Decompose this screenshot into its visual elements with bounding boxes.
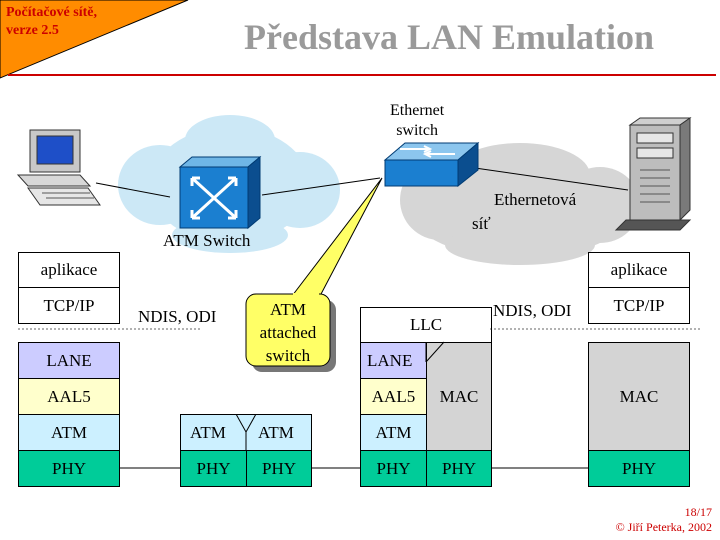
switch-atm-label-a: ATM (190, 423, 226, 442)
ethernet-network-label-line2: síť (472, 214, 491, 233)
bridge-phy-layer-a: PHY (360, 450, 427, 487)
callout-line1: ATM (270, 300, 306, 319)
left-aal5-layer: AAL5 (18, 378, 120, 415)
left-tcpip-layer: TCP/IP (18, 287, 120, 324)
ndis-odi-label-right: NDIS, ODI (493, 301, 572, 320)
bridge-llc-layer: LLC (360, 307, 492, 343)
course-version: verze 2.5 (6, 23, 59, 38)
ethernet-network-label: Ethernetová síť (472, 188, 577, 236)
left-app-layer: aplikace (18, 252, 120, 288)
ethernet-network-label-line1: Ethernetová (494, 190, 577, 209)
ethernet-switch-label-line1: Ethernet (390, 102, 445, 119)
switch-atm-label-b: ATM (258, 423, 294, 442)
bridge-mac-layer: MAC (426, 342, 492, 451)
right-mac-layer: MAC (588, 342, 690, 451)
bridge-lane-label: LANE (367, 350, 413, 370)
ethernet-cloud (400, 143, 640, 265)
title-divider (8, 74, 716, 76)
switch-link (261, 177, 381, 196)
course-label: Počítačové sítě, verze 2.5 (6, 4, 97, 40)
ndis-odi-label-left: NDIS, ODI (138, 307, 217, 326)
server-link (474, 167, 629, 191)
bridge-atm-layer: ATM (360, 414, 427, 451)
switch-atm-divider (235, 414, 257, 451)
right-app-layer: aplikace (588, 252, 690, 288)
callout-line2: attached (259, 323, 317, 342)
switch-phy-layer-a: PHY (180, 450, 247, 487)
corner-triangle (0, 0, 189, 79)
course-name: Počítačové sítě, (6, 5, 97, 20)
page-number: 18/17 (684, 505, 712, 519)
left-lane-layer: LANE (18, 342, 120, 379)
bridge-aal5-layer: AAL5 (360, 378, 427, 415)
switch-phy-layer-b: PHY (246, 450, 312, 487)
pc-link (95, 182, 171, 198)
left-atm-layer: ATM (18, 414, 120, 451)
bridge-lane-llc-link (425, 341, 445, 363)
callout-line3: switch (265, 346, 311, 365)
ethernet-switch-icon (383, 141, 480, 188)
bridge-phy-layer-b: PHY (426, 450, 492, 487)
atm-switch-label: ATM Switch (163, 231, 251, 250)
bridge-mac-label: MAC (439, 387, 479, 406)
atm-switch-icon (178, 155, 262, 230)
computer-icon (16, 129, 101, 206)
callout-text: ATM attached switch (246, 298, 330, 367)
right-tcpip-layer: TCP/IP (588, 287, 690, 324)
page-title: Představa LAN Emulation (244, 17, 655, 57)
footer: 18/17 © Jiří Peterka, 2002 (616, 505, 712, 535)
left-phy-layer: PHY (18, 450, 120, 487)
right-phy-layer: PHY (588, 450, 690, 487)
callout-balloon (245, 177, 383, 372)
ethernet-switch-label-line2: switch (396, 122, 438, 139)
ethernet-switch-label: Ethernet switch (390, 101, 444, 141)
bridge-lane-layer: LANE (360, 342, 427, 379)
copyright: © Jiří Peterka, 2002 (615, 520, 712, 534)
server-icon (614, 117, 692, 231)
